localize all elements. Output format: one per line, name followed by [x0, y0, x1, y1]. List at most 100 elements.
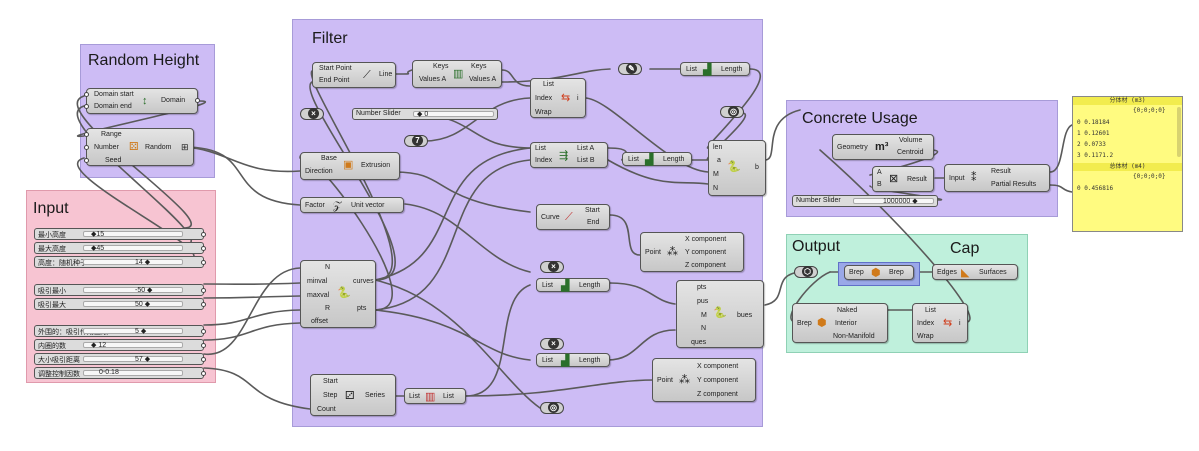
extrusion-component[interactable]: Base Direction ▣ Extrusion: [300, 152, 400, 180]
list-length-component-4[interactable]: List ▟ Length: [536, 353, 610, 367]
m-param: M: [701, 312, 707, 319]
wrap-param: Wrap: [535, 109, 552, 116]
output-grip[interactable]: [201, 246, 206, 251]
centroid-output: Centroid: [897, 149, 924, 156]
list-length-component-2[interactable]: List ▟ Length: [622, 152, 692, 166]
a-param: A: [877, 169, 882, 176]
series-component[interactable]: Start Step Count ⚂ Series: [310, 374, 396, 416]
end-point-param: End Point: [319, 77, 350, 84]
number-slider-filter[interactable]: Number Slider ◆ 0: [352, 108, 498, 120]
pus-param: pus: [697, 298, 709, 305]
brep-component[interactable]: Brep ⬢ Brep: [844, 265, 914, 280]
list-item-component-output[interactable]: List Index Wrap ⇆ i: [912, 303, 968, 343]
output-grip[interactable]: [201, 357, 206, 362]
slider-track[interactable]: [83, 287, 183, 293]
slider-track[interactable]: [83, 245, 183, 251]
list-reverse-component[interactable]: List ▥ List: [404, 388, 466, 404]
output-grip[interactable]: [195, 98, 200, 103]
maxval-param: maxval: [307, 292, 330, 299]
slider-track[interactable]: [83, 342, 183, 348]
seed-param: Seed: [105, 157, 122, 164]
slider-track[interactable]: [83, 356, 183, 362]
wrap-param: Wrap: [917, 333, 934, 340]
python-component-2[interactable]: N minval maxval R offset 🐍 curves pts: [300, 260, 376, 328]
number-param: Number: [94, 144, 119, 151]
relay-node-5[interactable]: ◎: [540, 402, 564, 414]
length-output: Length: [721, 66, 743, 73]
relay-node-6[interactable]: ⬡: [794, 266, 818, 278]
output-grip[interactable]: [201, 232, 206, 237]
panel-scrollbar[interactable]: [1177, 107, 1181, 157]
slider-track[interactable]: [83, 301, 183, 307]
r-param: R: [325, 305, 331, 312]
wire: [203, 267, 301, 355]
slider-track[interactable]: [853, 198, 934, 204]
input-slider[interactable]: 吸引最小-50 ◆: [34, 284, 206, 296]
slider-track[interactable]: [83, 328, 183, 334]
input-grip[interactable]: [84, 92, 89, 97]
slider-label: 最小高度: [38, 232, 66, 239]
mass-addition-component[interactable]: Input ⁑ Result Partial Results: [944, 164, 1050, 192]
start-param: Start: [323, 378, 338, 385]
input-slider[interactable]: 最小高度◆15: [34, 228, 206, 240]
expression-node[interactable]: ✎: [618, 63, 642, 75]
python-component-1[interactable]: len a M N 🐍 b: [708, 140, 766, 196]
cull-list-component[interactable]: List Index ⇶ List A List B: [530, 142, 608, 168]
input-grip[interactable]: [84, 104, 89, 109]
number-slider-concrete[interactable]: Number Slider 1000000 ◆: [792, 195, 938, 207]
output-grip[interactable]: [201, 260, 206, 265]
count-param: Count: [317, 406, 336, 413]
cap-holes-component[interactable]: Edges ◣ Surfaces: [932, 264, 1018, 280]
deconstruct-point-component-2[interactable]: Point ⁂ X component Y component Z compon…: [652, 358, 756, 402]
slider-value: 1000000 ◆: [883, 198, 918, 205]
output-grip[interactable]: [201, 371, 206, 376]
list-length-component-1[interactable]: List ▟ Length: [680, 62, 750, 76]
relay-node-1[interactable]: ×: [300, 108, 324, 120]
plus-icon[interactable]: ⊞: [181, 142, 189, 152]
output-grip[interactable]: [201, 329, 206, 334]
python-component-3[interactable]: pts pus M N ques 🐍 bues: [676, 280, 764, 348]
construct-domain-component[interactable]: Domain start Domain end ↕ Domain: [84, 88, 200, 114]
input-grip[interactable]: [84, 132, 89, 137]
slider-track[interactable]: [413, 111, 494, 117]
list-length-component-3[interactable]: List ▟ Length: [536, 278, 610, 292]
slider-track[interactable]: [83, 231, 183, 237]
multiply-component[interactable]: A B ⊠ Result: [872, 166, 934, 192]
slider-track[interactable]: [83, 370, 183, 376]
input-slider[interactable]: 最大高度◆45: [34, 242, 206, 254]
input-grip[interactable]: [84, 158, 89, 163]
volume-component[interactable]: Geometry m³ Volume Centroid: [832, 134, 934, 160]
output-grip[interactable]: [201, 302, 206, 307]
x-icon: ×: [308, 108, 319, 119]
list-length-icon: ▟: [703, 64, 712, 76]
input-slider[interactable]: 内圈的数◆ 12: [34, 339, 206, 351]
slider-label: 吸引最小: [38, 288, 66, 295]
list-item-component[interactable]: List Index Wrap ⇆ i: [530, 78, 586, 118]
relay-node-3[interactable]: ×: [540, 261, 564, 273]
x-component-output: X component: [697, 363, 739, 370]
panel-seven[interactable]: 7: [404, 135, 428, 147]
pts-param: pts: [697, 284, 707, 291]
start-output: Start: [585, 207, 600, 214]
output-grip[interactable]: [201, 343, 206, 348]
len-param: len: [713, 144, 723, 151]
output-grip[interactable]: [201, 288, 206, 293]
amplitude-component[interactable]: Factor 𝒵 Unit vector: [300, 197, 404, 213]
curve-endpoints-component[interactable]: Curve ⟋ Start End: [536, 204, 610, 230]
deconstruct-point-component-1[interactable]: Point ⁂ X component Y component Z compon…: [640, 232, 744, 272]
relay-node-4[interactable]: ×: [540, 338, 564, 350]
sort-list-component[interactable]: Keys Values A ▥ Keys Values A: [412, 60, 502, 88]
brep-edges-component[interactable]: Brep ⬢ Naked Interior Non-Manifold: [792, 303, 888, 343]
split-icon: ⇶: [559, 150, 569, 162]
relay-node-2[interactable]: ◎: [720, 106, 744, 118]
line-component[interactable]: Start Point End Point ⟋ Line: [312, 62, 396, 88]
input-grip[interactable]: [84, 145, 89, 150]
slider-track[interactable]: [83, 259, 183, 265]
random-component[interactable]: Range Number Seed ⚄ Random ⊞: [84, 128, 194, 166]
